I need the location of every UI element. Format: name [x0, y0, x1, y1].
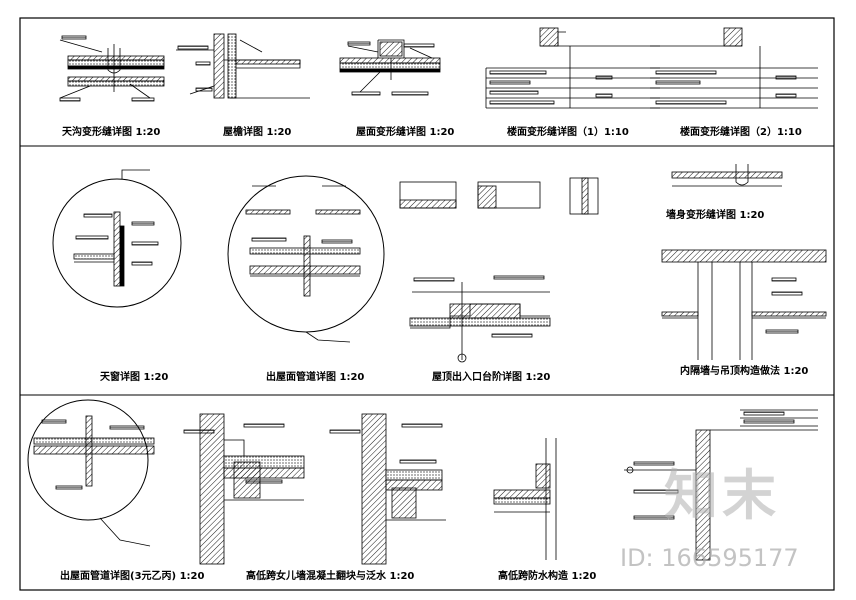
detail-floor-joint-1: [485, 27, 660, 109]
detail-skylight-joint: [59, 35, 165, 102]
title-partition-ceiling: 内隔墙与吊顶构造做法 1:20: [680, 366, 809, 377]
title-roof-exit-steps: 屋顶出入口台阶详图 1:20: [432, 372, 551, 383]
title-roof-joint: 屋面变形缝详图 1:20: [356, 127, 455, 138]
detail-wall-waterproof-layers: [624, 409, 818, 561]
title-eave-gutter: 屋檐详图 1:20: [223, 127, 292, 138]
detail-skylight: [52, 169, 182, 308]
title-parapet-waterproof: 高低跨防水构造 1:20: [498, 571, 597, 582]
detail-roof-pipe-alt: [27, 399, 155, 547]
watermark-id: ID: 166595177: [620, 544, 799, 572]
title-skylight-joint: 天沟变形缝详图 1:20: [62, 127, 161, 138]
title-roof-pipe: 出屋面管道详图 1:20: [266, 372, 365, 383]
detail-eave: [176, 33, 310, 99]
detail-parapet-waterproof: [493, 438, 557, 560]
title-wall-joint: 墙身变形缝详图 1:20: [666, 210, 765, 221]
title-roof-pipe-alt: 出屋面管道详图(3元乙丙) 1:20: [60, 571, 205, 582]
title-skylight: 天窗详图 1:20: [100, 372, 169, 383]
title-floor-joint-2: 楼面变形缝详图（2）1:10: [680, 127, 802, 138]
title-floor-joint-1: 楼面变形缝详图（1）1:10: [507, 127, 629, 138]
detail-wall-joint: [671, 164, 783, 187]
watermark-logo: 知末: [664, 464, 780, 527]
detail-floor-joint-2: [650, 27, 818, 109]
detail-roof-joint: [339, 39, 441, 96]
detail-parapet-2: [329, 413, 446, 565]
detail-parapet-block: [183, 413, 305, 565]
sheet-frame: [19, 17, 835, 591]
title-parapet-block: 高低跨女儿墙混凝土翻块与泛水 1:20: [246, 571, 415, 582]
detail-roof-exit-steps: [399, 177, 599, 363]
detail-partition-ceiling: [661, 249, 827, 360]
detail-roof-pipe: [227, 175, 385, 343]
